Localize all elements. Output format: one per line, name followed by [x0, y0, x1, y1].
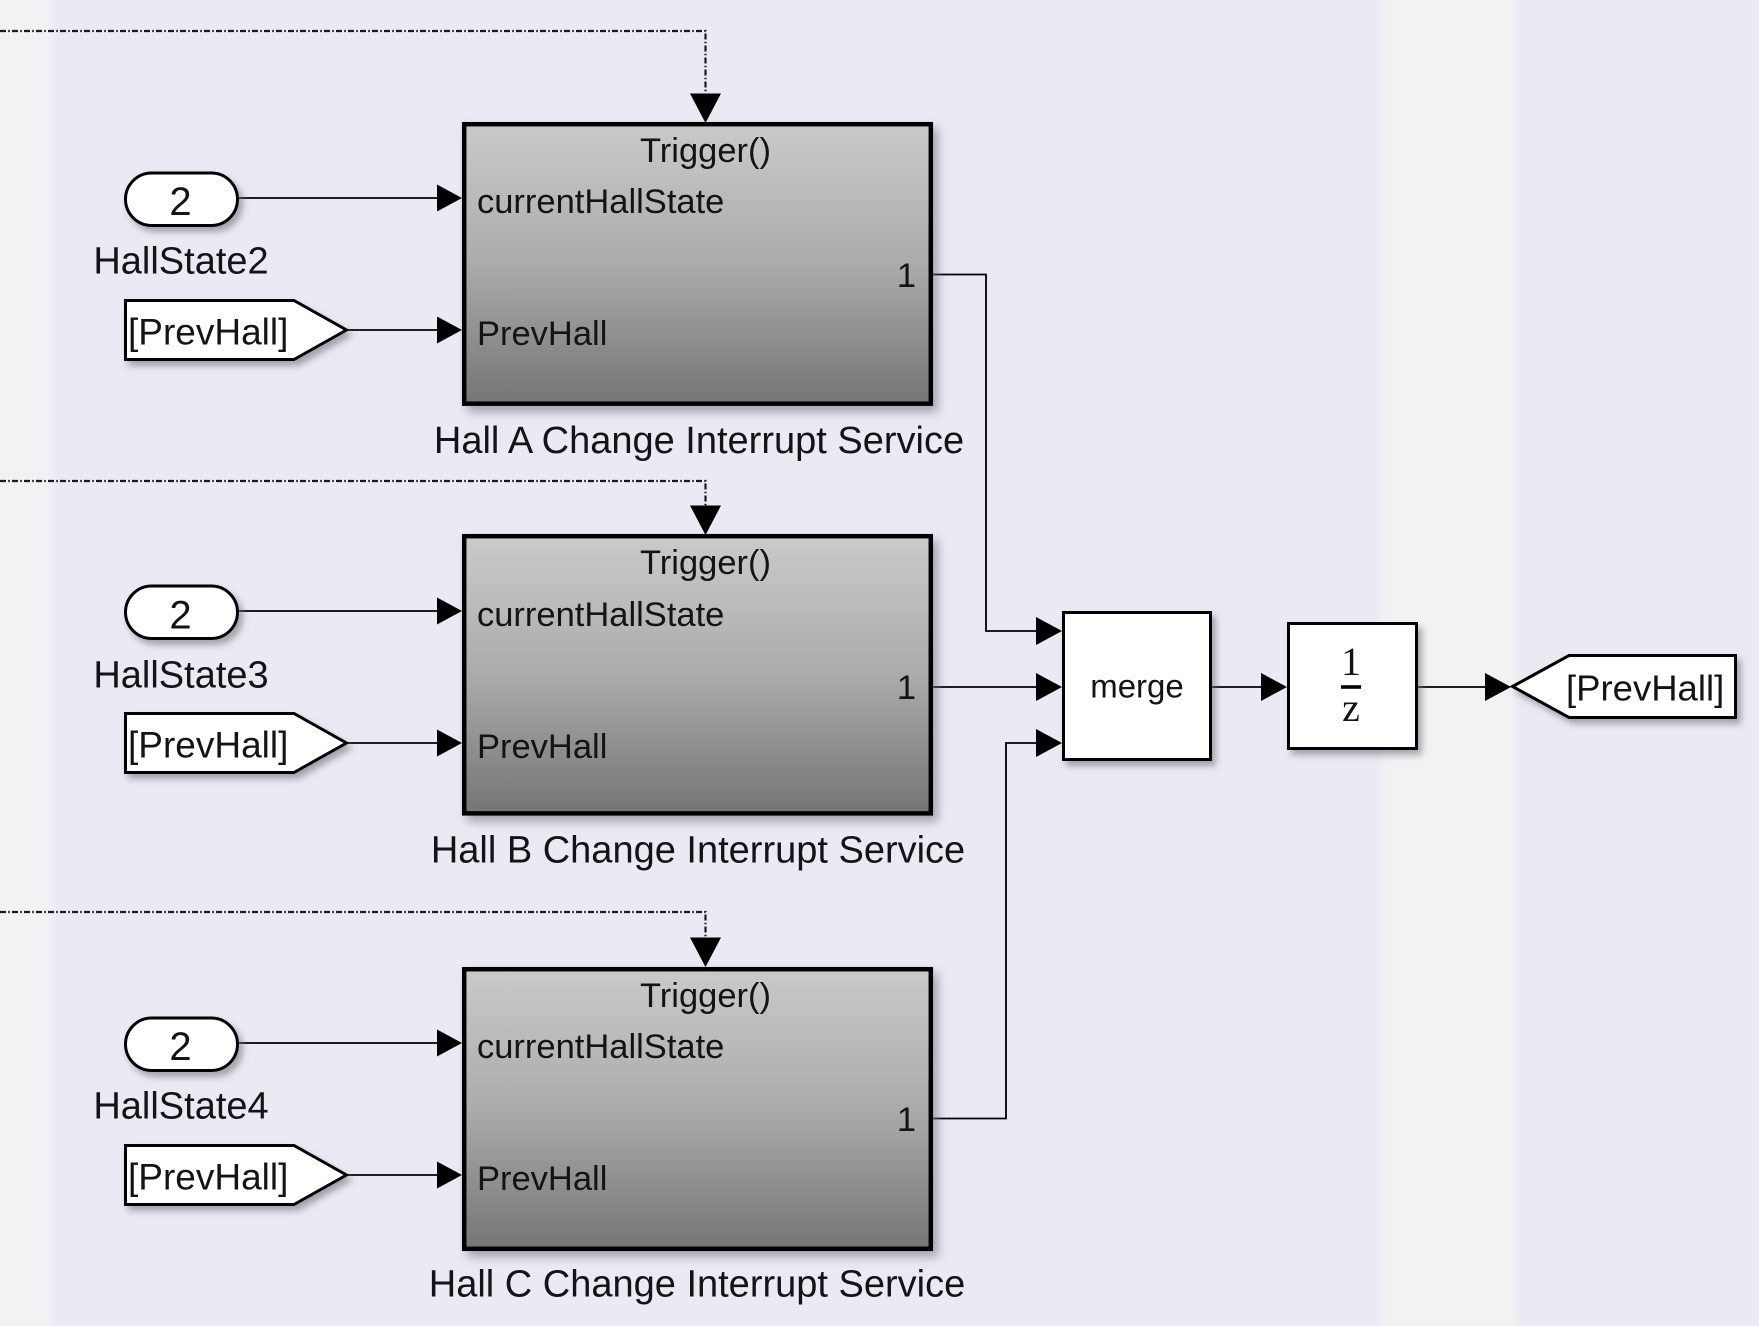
svg-text:Hall B Change Interrupt Servic: Hall B Change Interrupt Service: [431, 830, 965, 872]
svg-text:2: 2: [169, 180, 191, 224]
svg-text:HallState2: HallState2: [93, 241, 268, 283]
svg-text:z: z: [1342, 685, 1360, 730]
svg-text:HallState3: HallState3: [93, 655, 268, 697]
svg-text:PrevHall: PrevHall: [477, 315, 607, 353]
svg-text:1: 1: [1341, 639, 1361, 684]
svg-text:Trigger(): Trigger(): [640, 977, 771, 1015]
svg-text:2: 2: [169, 594, 191, 638]
svg-text:[PrevHall]: [PrevHall]: [128, 725, 288, 766]
svg-text:1: 1: [897, 257, 916, 295]
svg-text:PrevHall: PrevHall: [477, 728, 607, 766]
svg-text:Hall C Change Interrupt Servic: Hall C Change Interrupt Service: [429, 1264, 965, 1306]
svg-text:Trigger(): Trigger(): [640, 544, 771, 582]
svg-text:Hall A Change Interrupt Servic: Hall A Change Interrupt Service: [434, 420, 964, 462]
svg-text:Trigger(): Trigger(): [640, 132, 771, 170]
svg-text:[PrevHall]: [PrevHall]: [128, 1157, 288, 1198]
svg-text:PrevHall: PrevHall: [477, 1160, 607, 1198]
svg-text:currentHallState: currentHallState: [477, 183, 724, 221]
svg-text:currentHallState: currentHallState: [477, 1028, 724, 1066]
svg-text:[PrevHall]: [PrevHall]: [128, 312, 288, 353]
svg-text:merge: merge: [1090, 668, 1184, 705]
svg-text:1: 1: [897, 1101, 916, 1139]
svg-text:HallState4: HallState4: [93, 1086, 268, 1128]
svg-text:1: 1: [897, 669, 916, 707]
svg-text:[PrevHall]: [PrevHall]: [1566, 668, 1724, 709]
svg-text:currentHallState: currentHallState: [477, 596, 724, 634]
svg-text:2: 2: [169, 1025, 191, 1069]
